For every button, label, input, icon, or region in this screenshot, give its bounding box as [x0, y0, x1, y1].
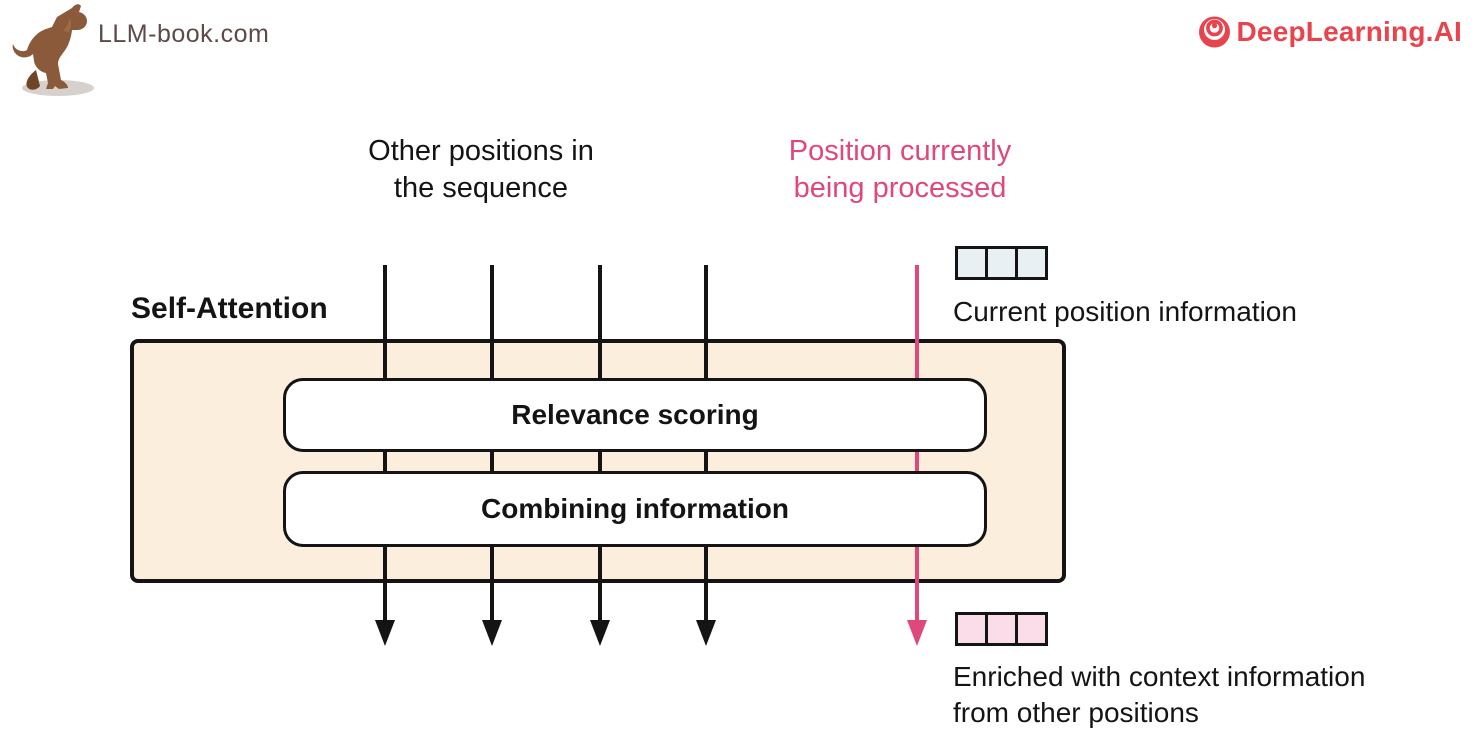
relevance-scoring-box: Relevance scoring [283, 378, 987, 452]
vector-cell [988, 615, 1015, 643]
arrow-down-icon [482, 620, 502, 646]
kangaroo-logo-icon [12, 4, 100, 100]
deeplearning-rings-icon [1196, 13, 1233, 50]
brand-label: DeepLearning.AI [1236, 15, 1462, 47]
vector-cell [1018, 249, 1045, 277]
vector-cell [988, 249, 1015, 277]
vector-cell [1018, 615, 1045, 643]
arrow-down-icon [696, 620, 716, 646]
arrow-down-icon [590, 620, 610, 646]
combining-information-label: Combining information [481, 493, 789, 524]
current-position-cells [955, 246, 1048, 280]
caption-current-position: Position currently being processed [788, 135, 1012, 204]
site-label: LLM-book.com [98, 20, 270, 48]
arrow-down-icon [375, 620, 395, 646]
combining-information-box: Combining information [283, 471, 987, 547]
vector-cell [958, 249, 985, 277]
current-info-label: Current position information [953, 296, 1297, 327]
caption-other-positions: Other positions in the sequence [368, 135, 594, 204]
enriched-position-cells [955, 612, 1048, 646]
self-attention-title: Self-Attention [131, 292, 328, 325]
arrow-down-pink-icon [907, 620, 927, 646]
enriched-info-label: Enriched with context information from o… [953, 661, 1366, 728]
brand-logo: DeepLearning.AI [1196, 13, 1462, 50]
relevance-scoring-label: Relevance scoring [511, 399, 759, 430]
vector-cell [958, 615, 985, 643]
